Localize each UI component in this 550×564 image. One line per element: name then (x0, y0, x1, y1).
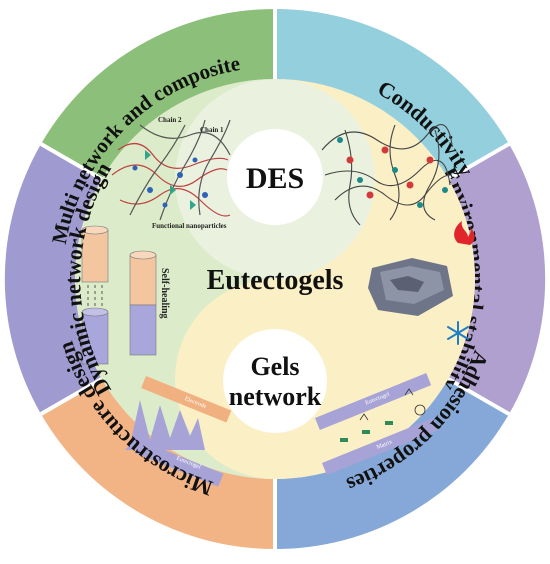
snowflake-icon (447, 321, 469, 345)
label-chain-1: Chain 1 (200, 126, 224, 134)
nanoparticles (132, 157, 208, 208)
gels-circle (223, 329, 327, 433)
adhesion-illustration: Eutectogel Matrix (315, 373, 439, 476)
conductive-network-illustration (321, 124, 453, 226)
des-circle (227, 129, 323, 225)
label-adhesion-matrix: Matrix (376, 439, 393, 451)
microstructure-illustration: Electrode Eutectogel (125, 376, 232, 487)
eutectogel-sample (368, 258, 453, 316)
label-self-healing: Self-healing (159, 268, 170, 319)
gels-label-line2: network (229, 382, 322, 411)
gels-label-line1: Gels (250, 352, 299, 381)
center-title: Eutectogels (207, 265, 344, 296)
self-healing-illustration: Self-healing (81, 225, 170, 365)
label-functional-nanoparticles: Functional nanoparticles (152, 222, 227, 230)
flame-icon (454, 221, 475, 245)
polymer-network-illustration: Chain 2 Chain 1 Functional nanoparticles (111, 116, 231, 230)
des-label: DES (246, 162, 304, 195)
label-chain-2: Chain 2 (158, 116, 182, 124)
